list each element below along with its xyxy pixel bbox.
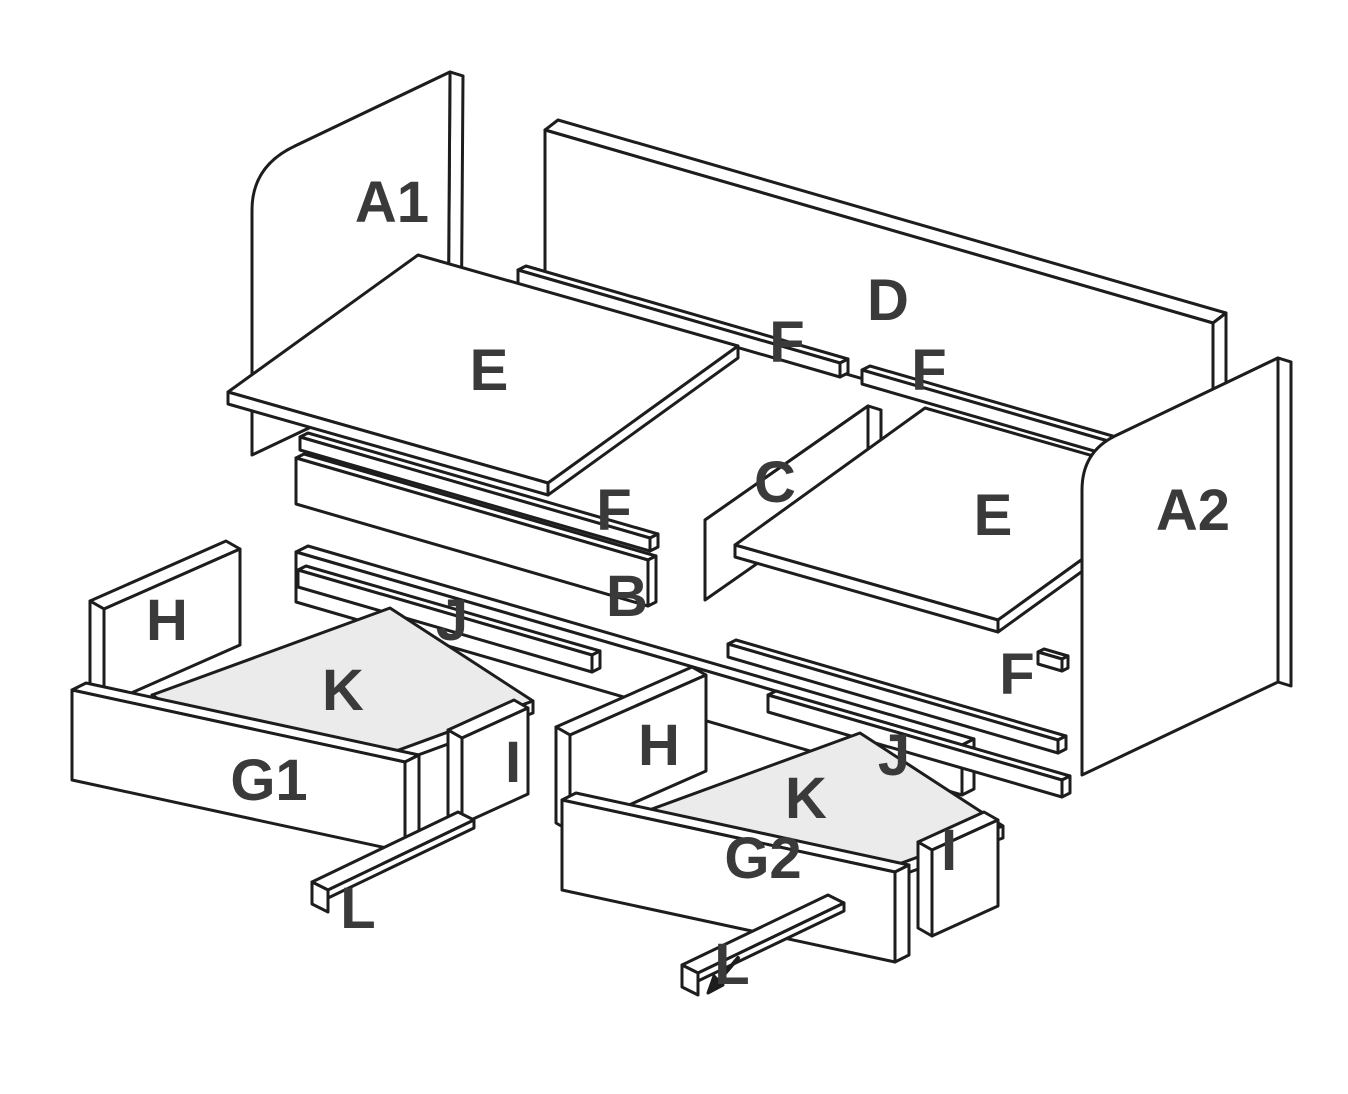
part-I-drawer-side-left — [446, 698, 530, 826]
part-label-C: C — [754, 450, 796, 515]
part-label-J-right: J — [878, 723, 910, 788]
part-F-rail-bottom-right — [726, 638, 1068, 755]
face — [1080, 356, 1280, 777]
part-H-drawer-side-left — [88, 539, 242, 707]
part-front-rail-left — [294, 452, 658, 608]
end-cap — [590, 649, 602, 674]
end-cap — [1060, 654, 1070, 673]
insert-direction-arrow — [706, 956, 740, 995]
part-label-K-left: K — [322, 658, 364, 723]
part-label-L-right: L — [714, 932, 749, 997]
front-edge — [916, 840, 934, 938]
end-cap — [646, 554, 658, 608]
part-label-K-right: K — [785, 766, 827, 831]
part-label-F-middle: F — [596, 478, 631, 543]
part-label-J-left: J — [436, 588, 468, 653]
part-L-runner-left — [310, 810, 476, 914]
part-label-H-right: H — [638, 713, 680, 778]
arrow-head — [706, 974, 725, 995]
part-label-D: D — [867, 268, 909, 333]
part-label-L-left: L — [340, 876, 375, 941]
part-label-G2: G2 — [724, 826, 801, 891]
flange — [310, 880, 330, 914]
part-label-A1: A1 — [355, 170, 429, 235]
end-cap — [1060, 774, 1072, 799]
part-label-B: B — [606, 564, 648, 629]
part-H-drawer-side-right — [554, 665, 708, 833]
side-edge — [546, 344, 740, 497]
part-label-H-left: H — [146, 588, 188, 653]
part-label-F-top-right: F — [911, 338, 946, 403]
part-label-I-left: I — [505, 730, 521, 795]
front-edge — [446, 728, 464, 826]
part-F-end-block — [1036, 647, 1070, 673]
end-cap — [648, 532, 660, 553]
part-A2-side-panel — [1080, 356, 1293, 777]
flange — [680, 963, 700, 997]
part-J-drawer-back-left — [296, 564, 602, 674]
part-label-E-right: E — [974, 483, 1013, 548]
part-F-rail-top-left — [516, 264, 850, 379]
part-E-shelf-left — [226, 253, 740, 497]
part-label-A2: A2 — [1156, 478, 1230, 543]
back-edge — [1276, 356, 1293, 688]
part-label-F-top-left: F — [769, 310, 804, 375]
end-cap — [893, 863, 911, 964]
part-label-E-left: E — [470, 338, 509, 403]
part-label-F-bottom-right: F — [999, 642, 1034, 707]
part-F-rail-middle — [298, 431, 660, 553]
part-label-I-right: I — [941, 818, 957, 883]
part-label-G1: G1 — [230, 748, 307, 813]
end-cap — [838, 357, 850, 379]
part-J-drawer-back-right — [766, 689, 1072, 799]
end-cap — [1056, 734, 1068, 755]
part-I-drawer-side-right — [916, 810, 1000, 938]
